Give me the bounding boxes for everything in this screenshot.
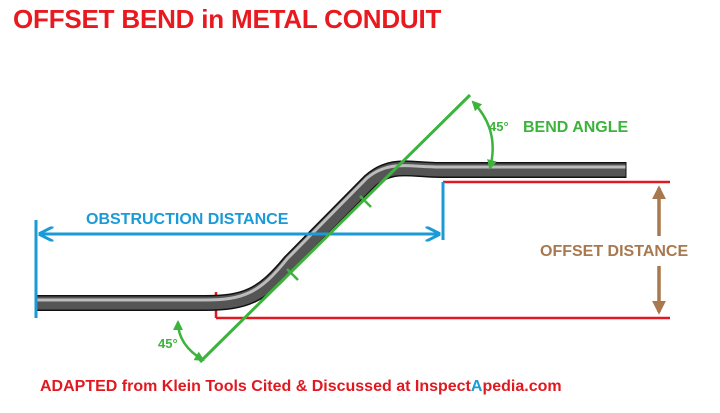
source-credit-suffix: pedia.com <box>482 378 562 395</box>
diagram-title: OFFSET BEND in METAL CONDUIT <box>13 4 442 34</box>
bend-angle-label: BEND ANGLE <box>523 119 629 136</box>
bend-angle-line <box>173 93 497 364</box>
offset-distance-label: OFFSET DISTANCE <box>540 243 688 260</box>
source-credit-prefix: ADAPTED from Klein Tools Cited & Discuss… <box>40 378 471 395</box>
source-credit-highlight: A <box>470 378 483 395</box>
conduit-pipe <box>35 160 627 311</box>
bend-angle-value-label: 45° <box>489 119 509 134</box>
obstruction-distance-dimension <box>34 182 445 318</box>
source-credit: ADAPTED from Klein Tools Cited & Discuss… <box>40 378 562 396</box>
obstruction-distance-label: OBSTRUCTION DISTANCE <box>86 211 289 228</box>
lower-angle-label: 45° <box>158 336 178 351</box>
